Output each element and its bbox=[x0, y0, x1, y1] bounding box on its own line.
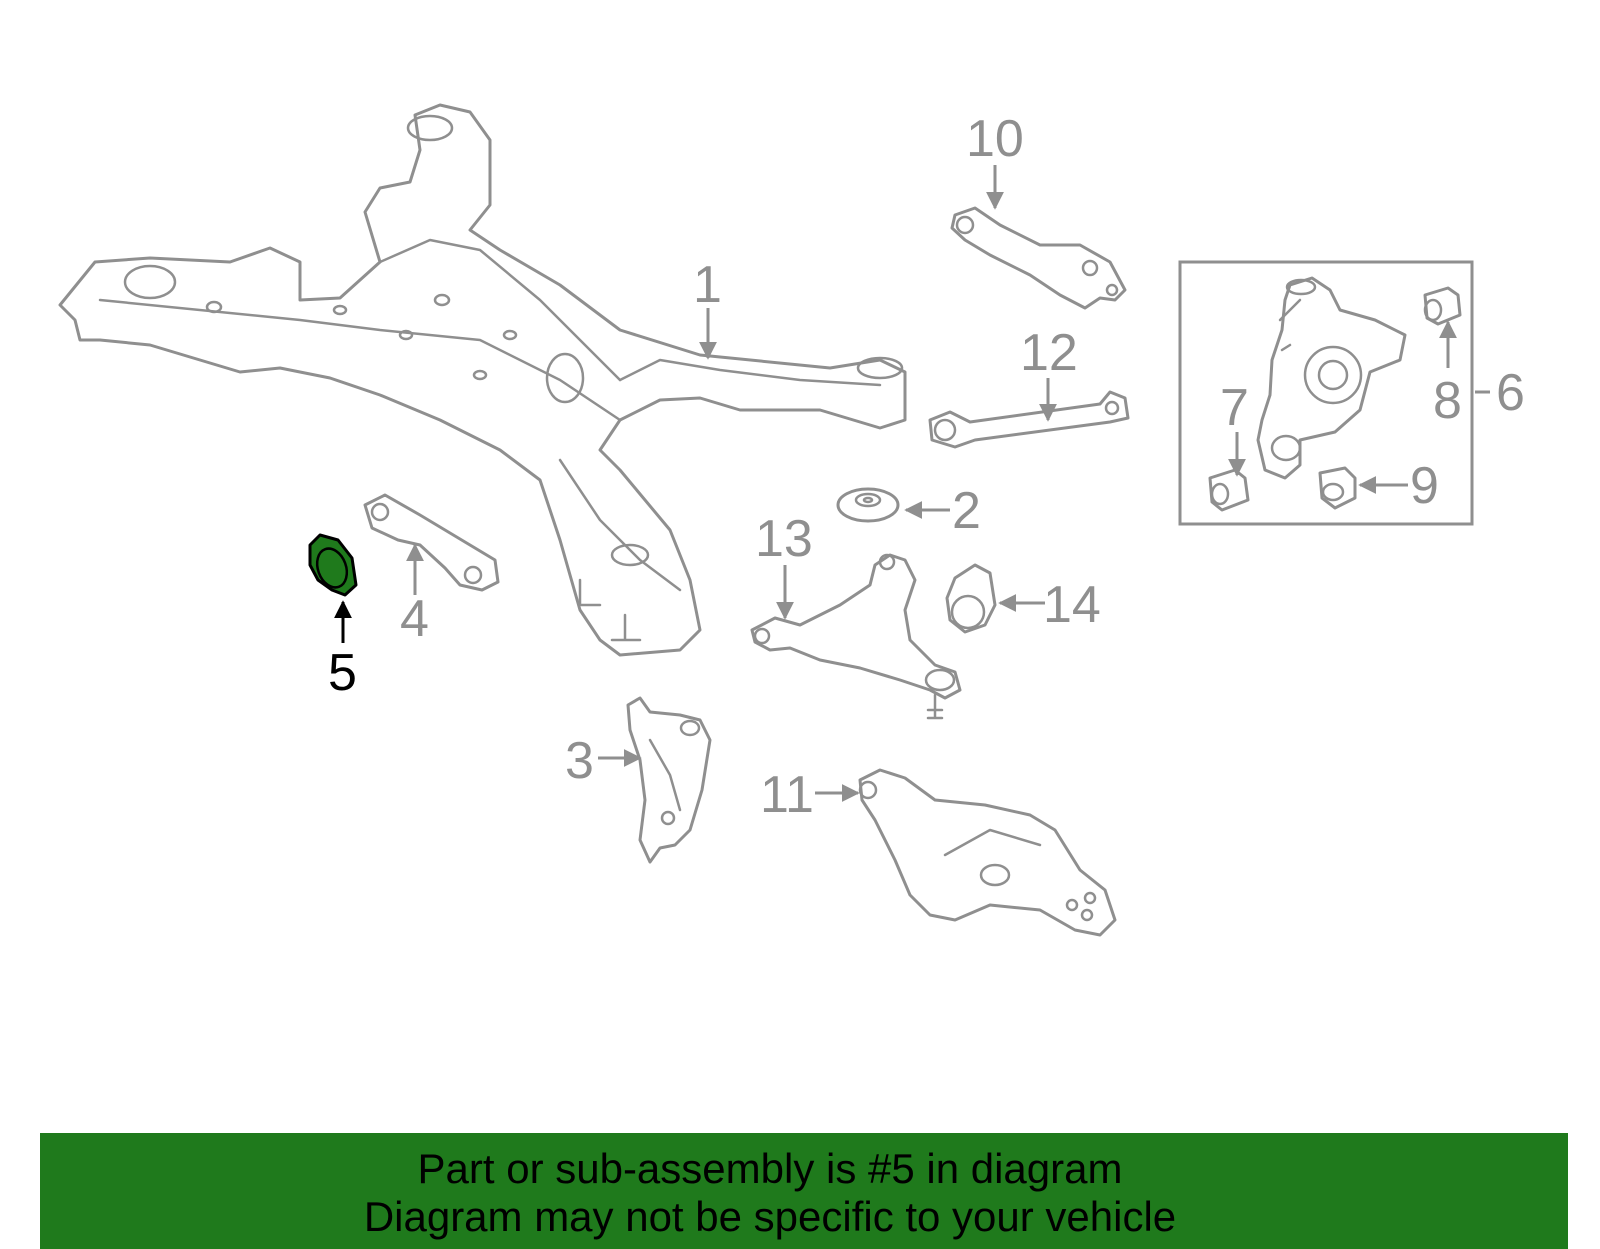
lower-arm-part-11[interactable] bbox=[858, 768, 1117, 937]
callout-14: 14 bbox=[1043, 576, 1101, 634]
callout-8: 8 bbox=[1433, 372, 1462, 430]
knuckle-assembly-part-6[interactable] bbox=[1178, 260, 1474, 526]
upper-link-part-10[interactable] bbox=[950, 206, 1127, 310]
callout-2: 2 bbox=[952, 482, 981, 540]
callout-11: 11 bbox=[760, 766, 814, 824]
callout-4: 4 bbox=[400, 590, 429, 648]
info-banner: Part or sub-assembly is #5 in diagram Di… bbox=[40, 1133, 1568, 1249]
bushing-part-5-highlighted[interactable] bbox=[308, 533, 358, 597]
callout-13: 13 bbox=[755, 510, 813, 568]
callout-7: 7 bbox=[1220, 379, 1249, 437]
bushing-part-14[interactable] bbox=[945, 563, 997, 634]
upper-arm-part-13[interactable] bbox=[750, 553, 962, 720]
callout-6: 6 bbox=[1496, 364, 1525, 422]
bracket-part-3[interactable] bbox=[626, 696, 712, 864]
toe-link-part-4[interactable] bbox=[363, 493, 500, 592]
callout-1: 1 bbox=[693, 256, 722, 314]
subframe-part-1[interactable] bbox=[58, 103, 907, 657]
callout-12: 12 bbox=[1020, 324, 1078, 382]
lateral-link-part-12[interactable] bbox=[928, 390, 1130, 449]
callout-9: 9 bbox=[1410, 457, 1439, 515]
callout-10: 10 bbox=[966, 110, 1024, 168]
washer-part-2[interactable] bbox=[836, 487, 900, 523]
callout-3: 3 bbox=[565, 732, 594, 790]
banner-line-disclaimer: Diagram may not be specific to your vehi… bbox=[363, 1193, 1177, 1240]
banner-line-part-number: Part or sub-assembly is #5 in diagram bbox=[417, 1145, 1123, 1192]
callout-5: 5 bbox=[328, 644, 357, 702]
